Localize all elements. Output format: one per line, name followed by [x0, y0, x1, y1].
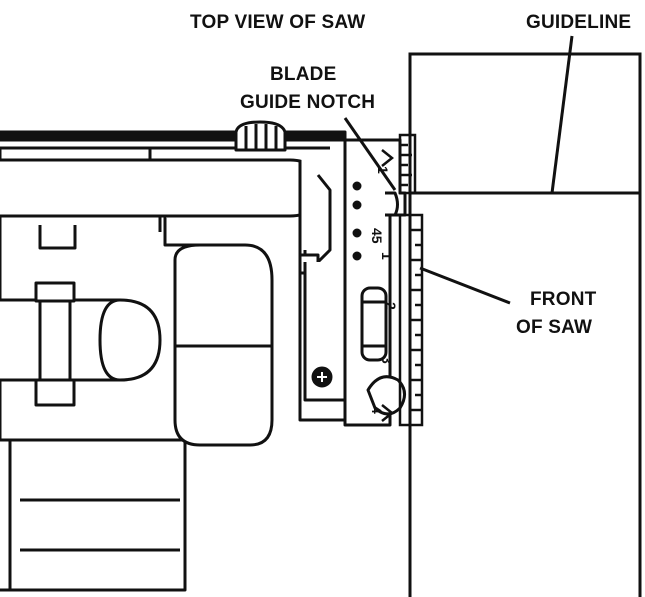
scale-mark-4: 4: [369, 406, 385, 414]
label-blade-line1: BLADE: [270, 64, 336, 85]
leader-lines: [343, 35, 574, 305]
scale-mark-2: 2: [383, 302, 399, 310]
workpiece-board: [408, 52, 642, 597]
label-blade-line2: GUIDE NOTCH: [240, 92, 375, 113]
label-front-line2: OF SAW: [516, 317, 592, 338]
scale-mark-top: 1: [375, 166, 391, 174]
scale-mark-1: 1: [379, 252, 395, 260]
label-front-line1: FRONT: [530, 289, 597, 310]
guide-bracket: [298, 160, 352, 422]
base-plate: [343, 138, 407, 427]
scale-strip: [381, 133, 424, 427]
saw-body: [0, 120, 347, 592]
label-top-view: TOP VIEW OF SAW: [190, 12, 365, 33]
scale-mark-3: 3: [379, 356, 395, 364]
label-guideline: GUIDELINE: [526, 12, 631, 33]
scale-mark-45: 45: [369, 228, 385, 244]
